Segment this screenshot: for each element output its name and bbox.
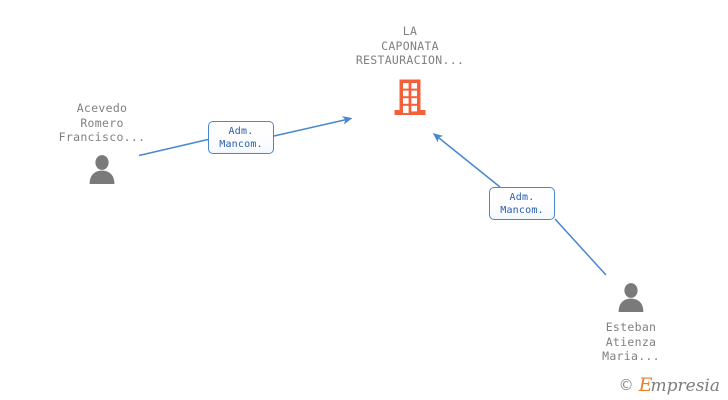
person-node-right[interactable]: Esteban Atienza Maria... bbox=[565, 281, 697, 364]
relation-left-text: Adm. Mancom. bbox=[219, 125, 263, 150]
brand-rest: mpresia bbox=[650, 376, 721, 396]
person-icon[interactable] bbox=[36, 153, 168, 185]
relation-right-text: Adm. Mancom. bbox=[500, 191, 544, 216]
person-left-name-label: Acevedo Romero Francisco... bbox=[58, 101, 146, 144]
brand-initial: E bbox=[638, 374, 653, 396]
connector-left-upper bbox=[273, 116, 353, 137]
connector-right-upper bbox=[432, 133, 501, 188]
company-name-label: LA CAPONATA RESTAURACION... bbox=[355, 24, 465, 67]
person-right-name-label: Esteban Atienza Maria... bbox=[602, 320, 660, 363]
connector-right-lower bbox=[554, 218, 607, 276]
company-node[interactable]: LA CAPONATA RESTAURACION... bbox=[340, 24, 480, 119]
relation-label-left[interactable]: Adm. Mancom. bbox=[208, 121, 274, 154]
building-icon[interactable] bbox=[340, 77, 480, 119]
watermark: © E mpresia bbox=[619, 376, 720, 395]
person-icon[interactable] bbox=[565, 281, 697, 313]
relation-label-right[interactable]: Adm. Mancom. bbox=[489, 187, 555, 220]
connector-left-lower bbox=[138, 138, 209, 157]
brand-logo: E mpresia bbox=[639, 376, 720, 395]
person-node-left[interactable]: Acevedo Romero Francisco... bbox=[36, 101, 168, 185]
copyright-icon: © bbox=[618, 376, 634, 394]
